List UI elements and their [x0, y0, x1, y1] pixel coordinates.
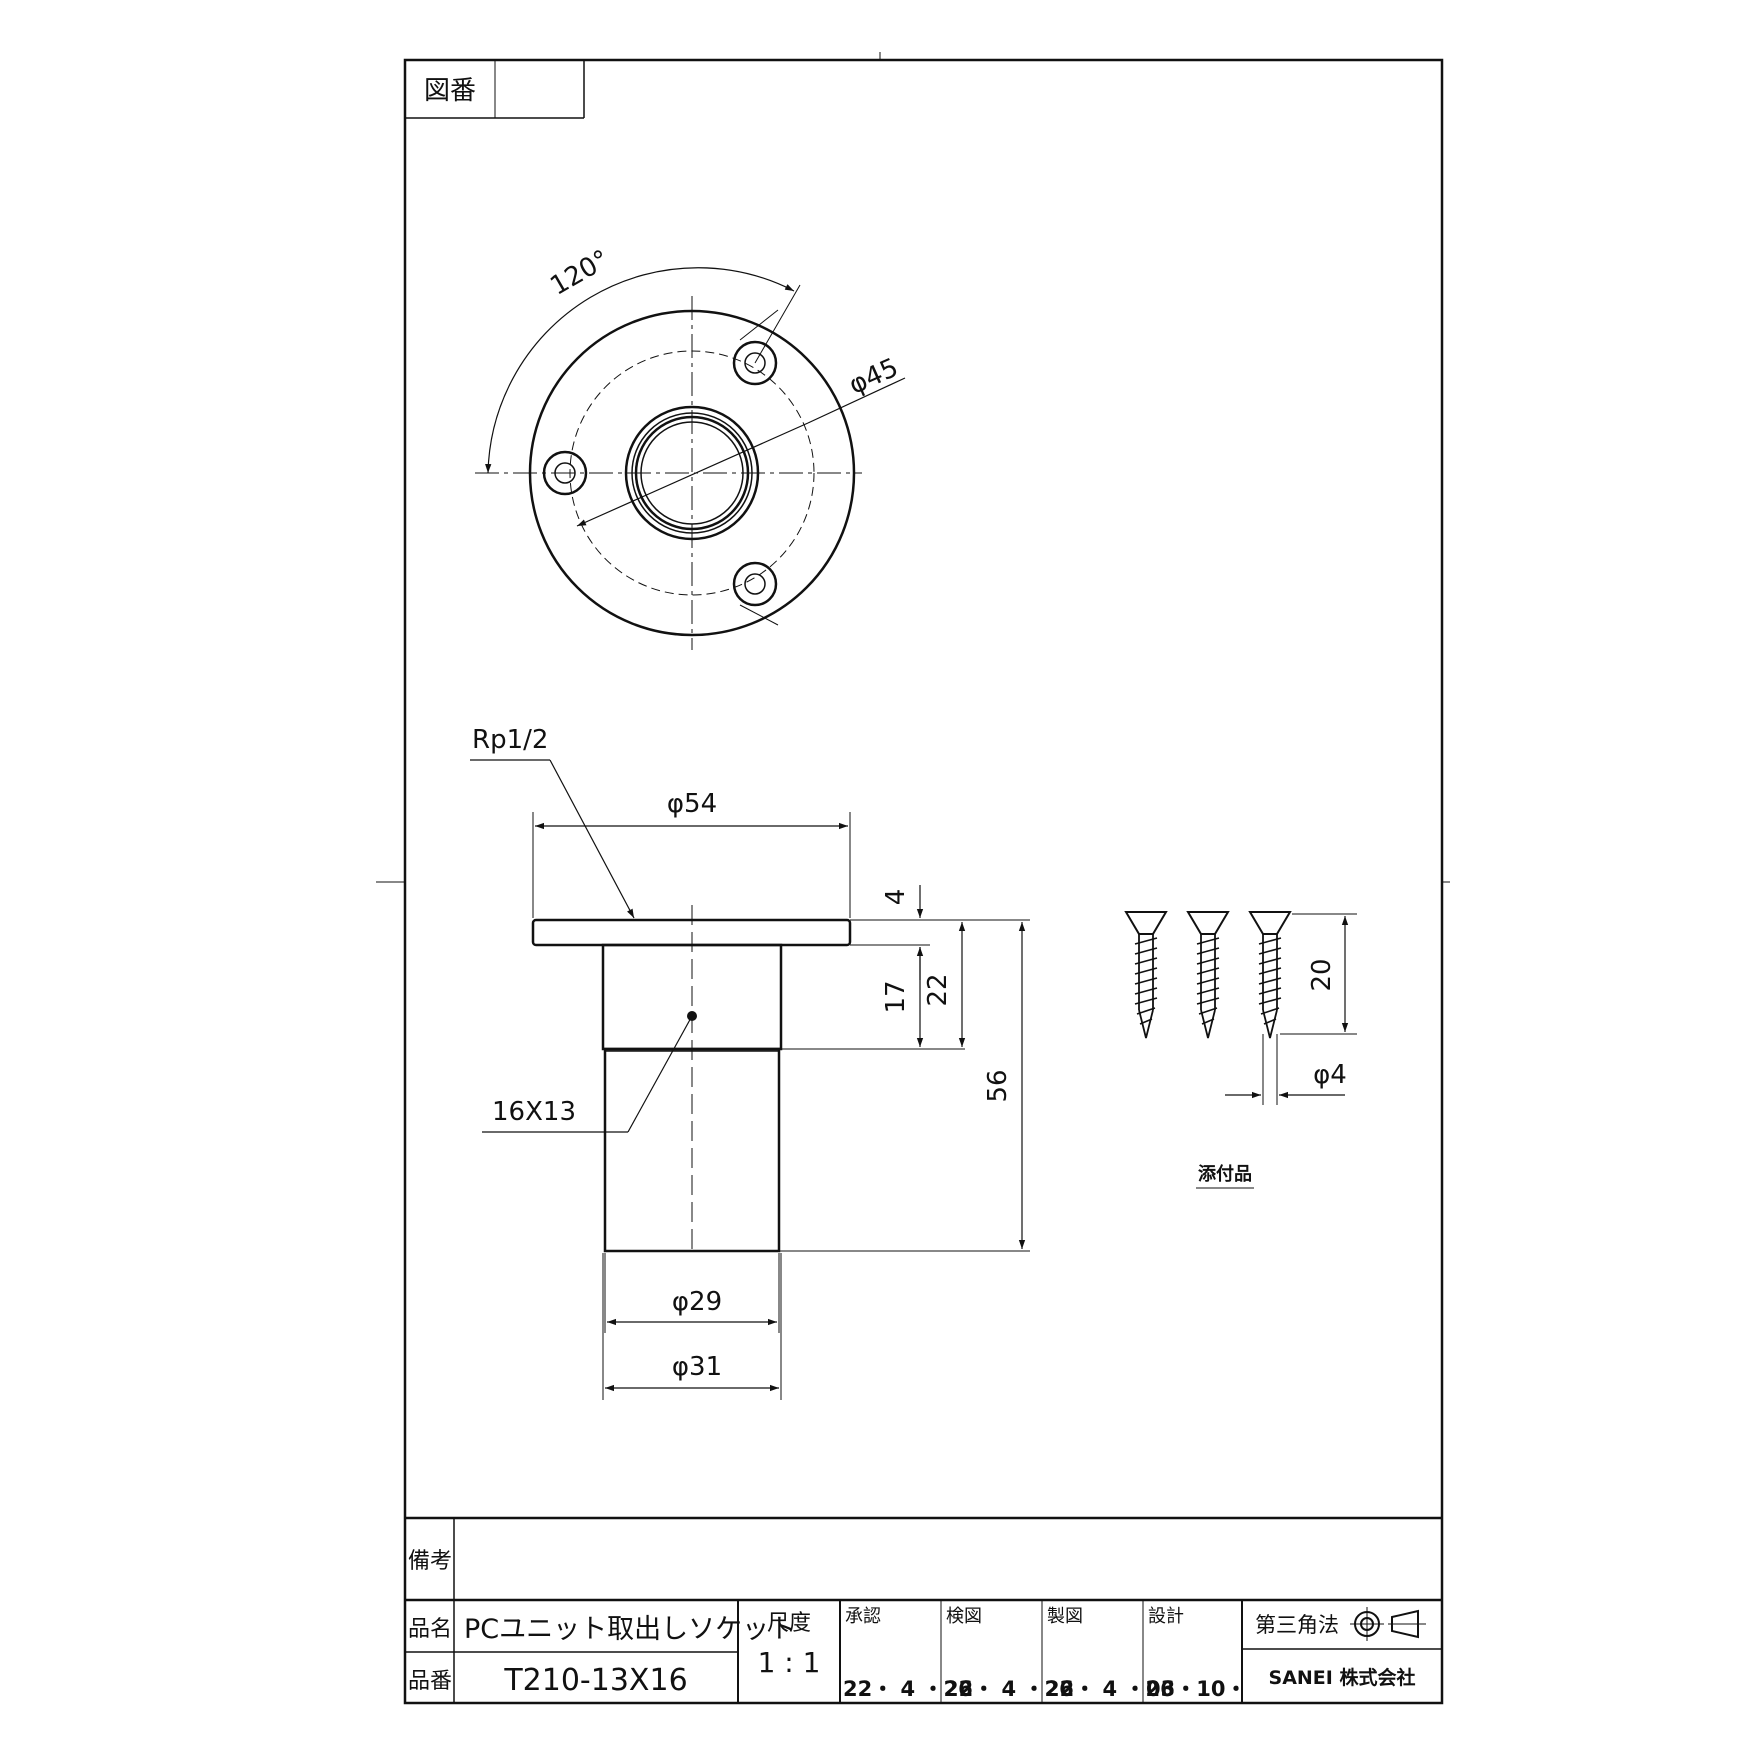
company-name: SANEI 株式会社	[1269, 1666, 1416, 1689]
flange-thickness-label: 4	[881, 889, 911, 906]
dim-22-label: 22	[923, 973, 953, 1006]
accessory-label: 添付品	[1198, 1163, 1252, 1185]
design-date: 03・10・	[1146, 1677, 1246, 1701]
top-view: 120° φ45	[475, 244, 906, 650]
product-name: PCユニット取出しソケット	[464, 1614, 796, 1645]
name-label: 品名	[408, 1617, 452, 1642]
check-label: 検図	[946, 1606, 982, 1627]
approval-date: 22・ 4 ・26	[843, 1677, 973, 1701]
angle-label: 120°	[545, 244, 614, 301]
drawing-number-label: 図番	[424, 76, 476, 106]
dim-17-label: 17	[881, 980, 911, 1013]
flange-outline	[528, 309, 856, 637]
flange-dia-label: φ54	[667, 789, 717, 819]
projection-label: 第三角法	[1255, 1613, 1339, 1637]
draft-date: 22・ 4 ・26	[1045, 1677, 1175, 1701]
approval-label: 承認	[845, 1606, 881, 1627]
inner-dia-label: φ29	[672, 1287, 722, 1317]
drawing-number-box: 図番	[405, 60, 585, 119]
thread-label: Rp1/2	[472, 725, 548, 755]
check-date: 22・ 4 ・26	[944, 1677, 1074, 1701]
overall-length-label: 56	[983, 1069, 1013, 1102]
thread-leader	[549, 759, 635, 919]
design-label: 設計	[1148, 1606, 1184, 1627]
draft-label: 製図	[1047, 1606, 1083, 1627]
screw-dia-label: φ4	[1313, 1060, 1347, 1090]
screw-3	[1248, 911, 1292, 1039]
third-angle-projection-icon	[1350, 1607, 1426, 1641]
scale-label: 尺度	[767, 1611, 811, 1636]
pipe-size-label: 16X13	[492, 1097, 576, 1127]
outer-dia-label: φ31	[672, 1352, 722, 1382]
side-view: φ54 Rp1/2 16X13 4 17 22 56 φ29	[470, 725, 1030, 1400]
number-label: 品番	[408, 1669, 452, 1694]
pcd-dimension-line	[576, 422, 809, 527]
screw-hole-bottom	[732, 561, 778, 607]
screw-length-label: 20	[1307, 958, 1337, 991]
screw-2	[1186, 911, 1230, 1039]
screws: 20 φ4 添付品	[1124, 911, 1357, 1189]
frame: 図番	[376, 52, 1450, 1705]
product-number: T210-13X16	[503, 1663, 687, 1698]
pcd-label: φ45	[845, 353, 903, 401]
remarks-label: 備考	[408, 1549, 452, 1574]
title-block: 備考 品名 PCユニット取出しソケット 品番 T210-13X16 尺度 1 :…	[405, 1516, 1442, 1703]
scale-value: 1 : 1	[758, 1646, 821, 1679]
screw-1	[1124, 911, 1168, 1039]
angle-dimension-arc	[485, 267, 795, 474]
